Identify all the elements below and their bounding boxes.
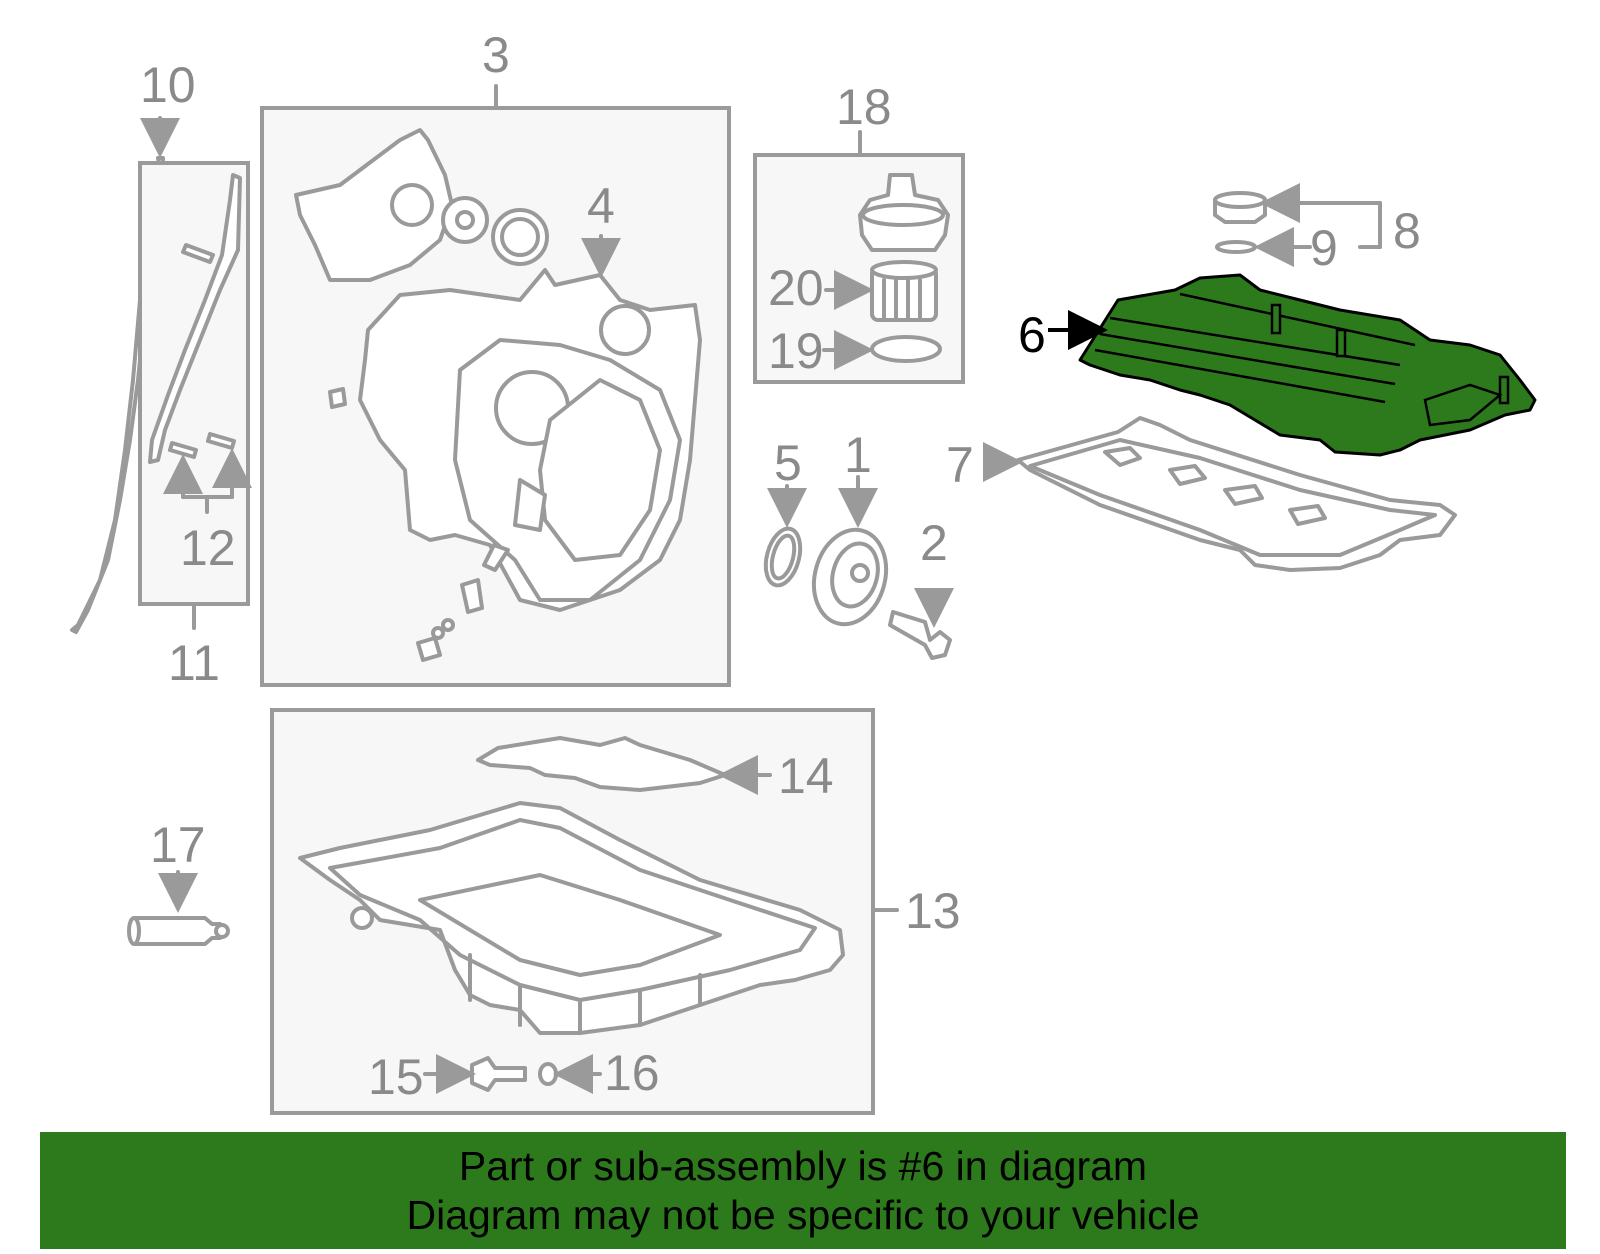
callout-20: 20	[768, 260, 824, 316]
callout-16: 16	[604, 1045, 660, 1101]
callout-7: 7	[946, 437, 974, 493]
info-banner: Part or sub-assembly is #6 in diagram Di…	[40, 1132, 1566, 1249]
callout-17: 17	[150, 817, 206, 873]
sealant-tube-17	[127, 870, 230, 946]
oil-cap-group	[1213, 183, 1382, 267]
callout-8: 8	[1393, 203, 1421, 259]
callout-2: 2	[920, 515, 948, 571]
banner-line-2: Diagram may not be specific to your vehi…	[406, 1191, 1200, 1238]
callout-10: 10	[140, 57, 196, 113]
callout-14: 14	[778, 748, 834, 804]
callout-13: 13	[905, 883, 961, 939]
callout-18: 18	[836, 79, 892, 135]
valve-cover-gasket-7	[983, 416, 1457, 572]
banner-line-1: Part or sub-assembly is #6 in diagram	[458, 1142, 1148, 1189]
pulley-group	[763, 475, 954, 660]
callout-12: 12	[180, 520, 236, 576]
dipstick-tube-box	[138, 161, 252, 630]
callout-15: 15	[368, 1049, 424, 1105]
callout-3: 3	[482, 27, 510, 83]
callout-4: 4	[587, 178, 615, 234]
callout-9: 9	[1310, 220, 1338, 276]
oil-filter-box	[753, 130, 965, 384]
callout-19: 19	[768, 323, 824, 379]
valve-cover-6	[1048, 273, 1537, 457]
oil-pan-box	[270, 708, 899, 1115]
callout-11: 11	[168, 635, 220, 691]
callout-5: 5	[774, 435, 802, 491]
callout-1: 1	[844, 427, 872, 483]
timing-cover-box	[260, 84, 731, 687]
callout-6: 6	[1018, 307, 1046, 363]
